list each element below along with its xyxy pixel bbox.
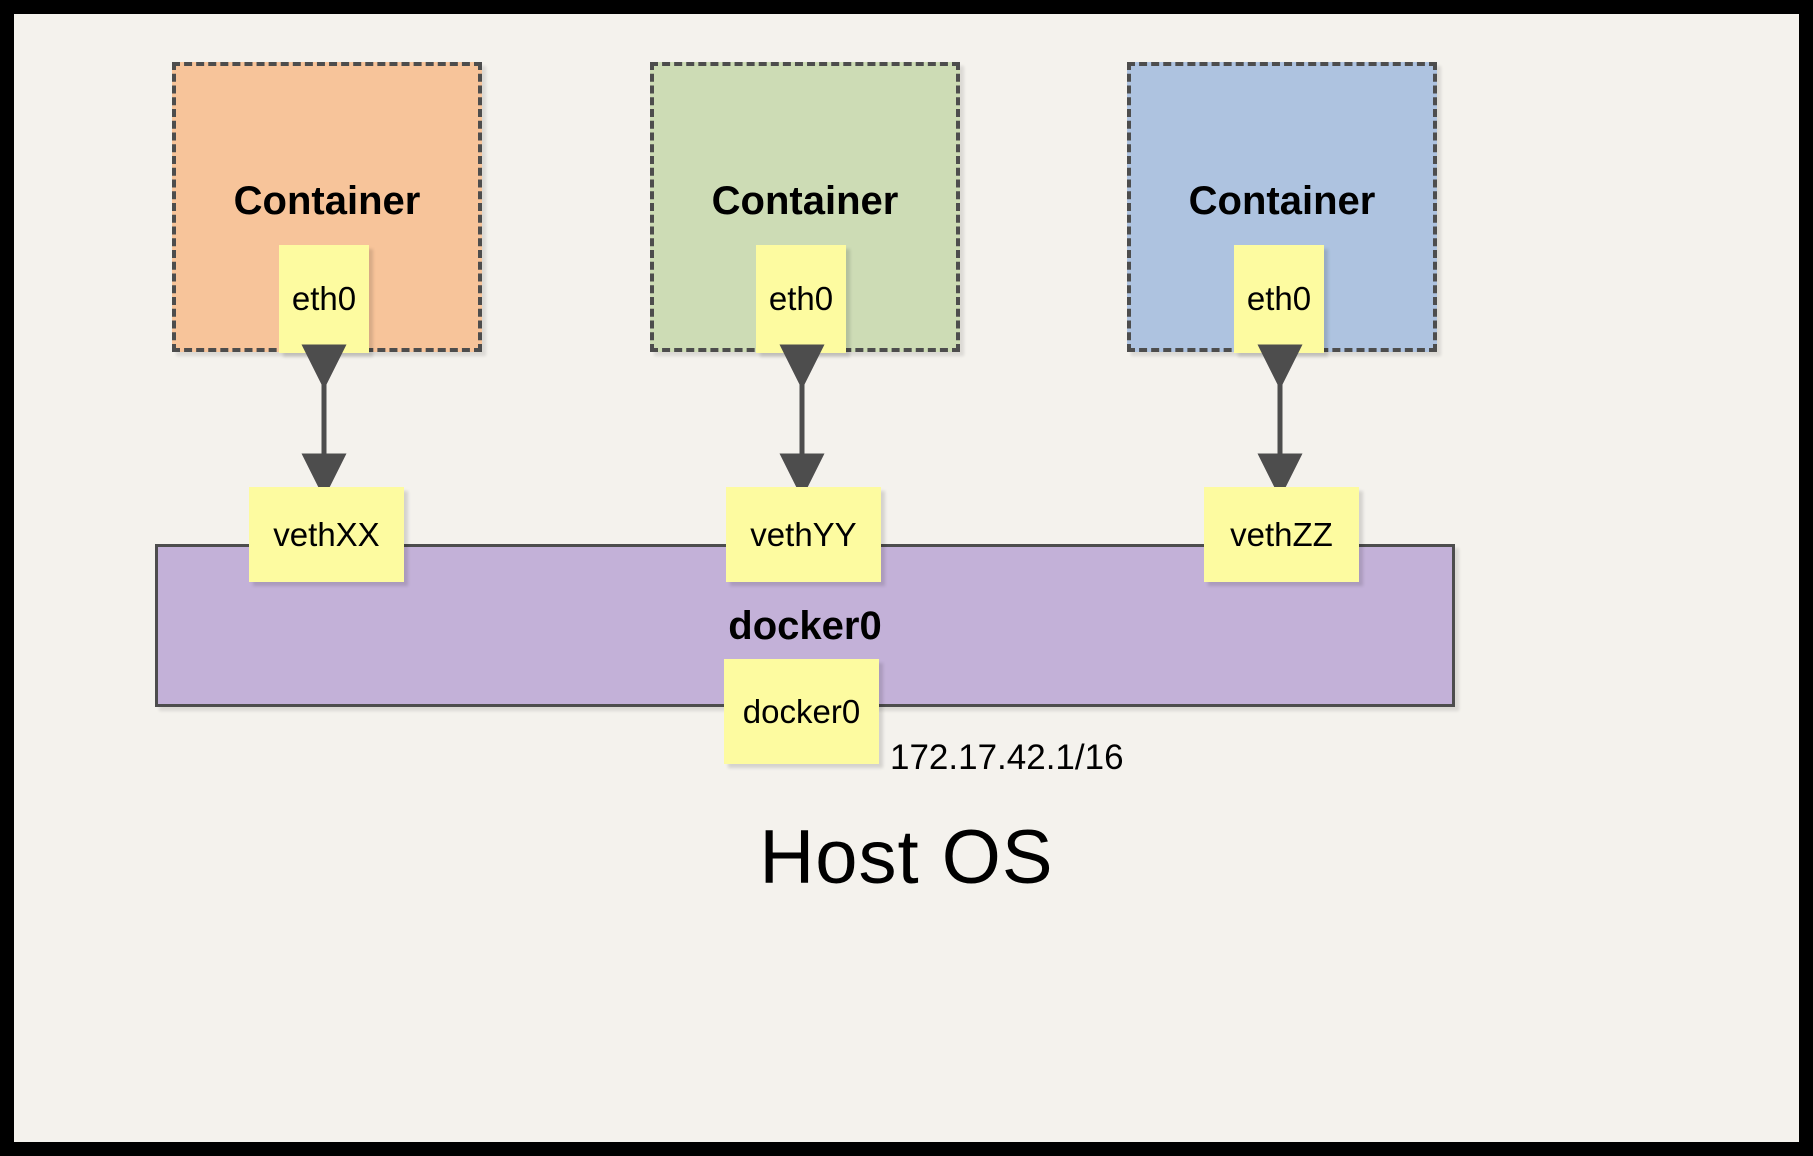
veth-arrow-3 <box>1257 344 1303 499</box>
container-eth0-3[interactable]: eth0 <box>1234 245 1324 353</box>
container-eth0-2[interactable]: eth0 <box>756 245 846 353</box>
container-label-3: Container <box>1188 179 1376 223</box>
veth-box-2[interactable]: vethYY <box>726 487 881 582</box>
container-label-1: Container <box>233 179 421 223</box>
docker0-interface-box[interactable]: docker0 <box>724 659 879 764</box>
container-eth0-1[interactable]: eth0 <box>279 245 369 353</box>
veth-arrow-2 <box>779 344 825 499</box>
container-label-2: Container <box>711 179 899 223</box>
veth-arrow-1 <box>301 344 347 499</box>
docker0-bridge-label: docker0 <box>728 604 882 648</box>
host-os-region: Container eth0 Container eth0 Container … <box>14 14 1799 1142</box>
host-os-label: Host OS <box>759 815 1054 900</box>
veth-box-1[interactable]: vethXX <box>249 487 404 582</box>
veth-box-3[interactable]: vethZZ <box>1204 487 1359 582</box>
docker0-ip-address: 172.17.42.1/16 <box>890 738 1124 777</box>
